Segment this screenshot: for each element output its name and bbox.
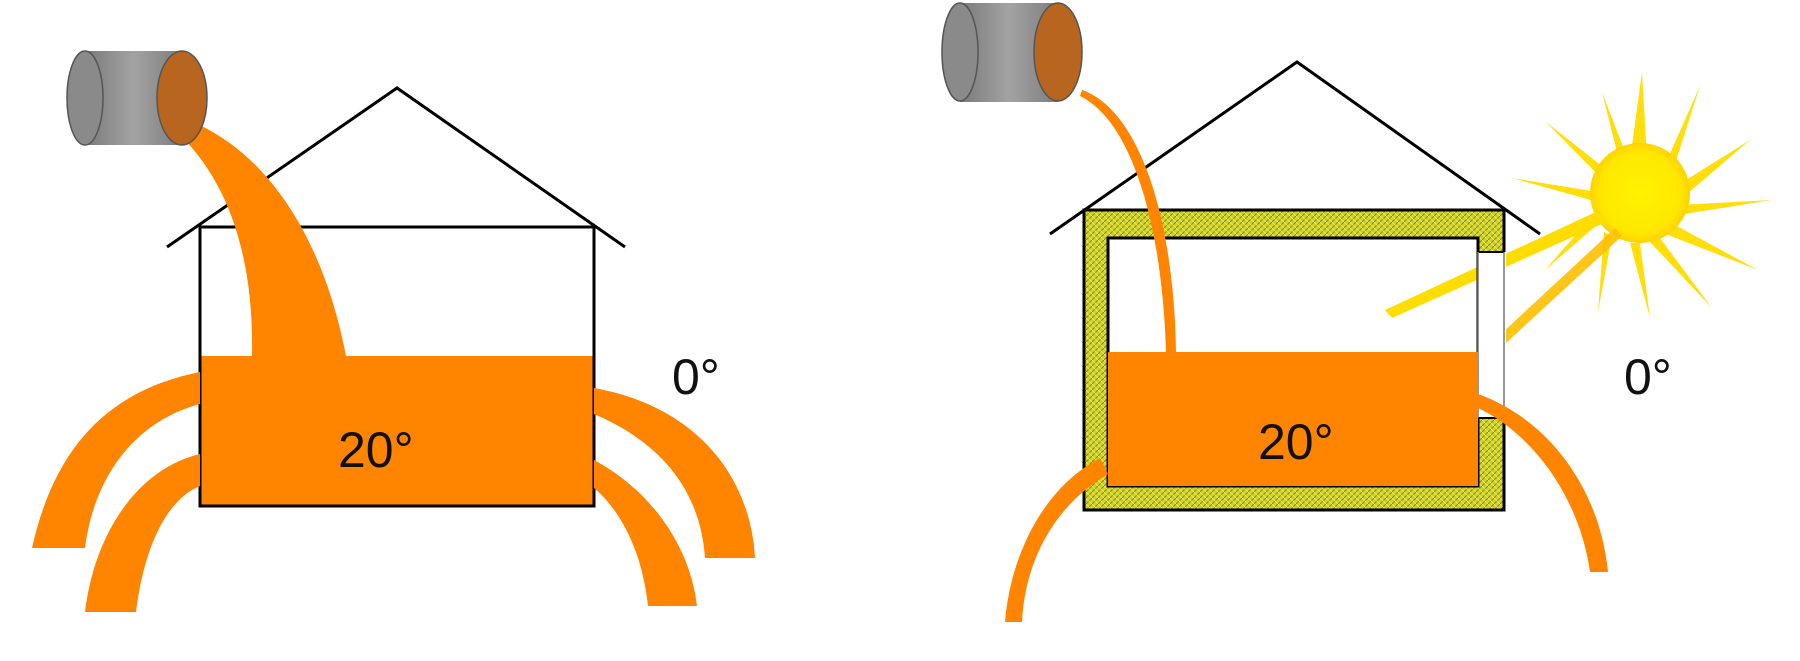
inside-temperature-label: 20° — [338, 422, 414, 478]
heat-input-stream — [160, 112, 346, 356]
pouring-can-icon — [66, 50, 208, 146]
insulated-house-panel: 20° 0° — [941, 2, 1772, 622]
house-roof — [1049, 60, 1541, 236]
heat-loss-stream-left-upper — [32, 372, 200, 548]
heat-loss-stream-right-upper — [594, 388, 755, 558]
outside-temperature-label: 0° — [672, 349, 720, 405]
window-opening — [1478, 252, 1506, 418]
heat-loss-stream-left — [1005, 458, 1108, 622]
inside-temperature-label: 20° — [1258, 414, 1334, 470]
pouring-can-icon — [941, 2, 1083, 102]
heat-loss-stream-right — [1478, 394, 1608, 572]
inside-heat-fill — [1108, 352, 1478, 486]
heat-loss-stream-left-lower — [85, 454, 200, 612]
inside-heat-fill — [200, 356, 594, 506]
heat-loss-stream-right-lower — [594, 460, 697, 606]
outside-temperature-label: 0° — [1624, 349, 1672, 405]
house-walls — [198, 225, 596, 508]
uninsulated-house-panel: 20° 0° — [32, 50, 755, 612]
heat-input-stream — [1080, 90, 1176, 352]
